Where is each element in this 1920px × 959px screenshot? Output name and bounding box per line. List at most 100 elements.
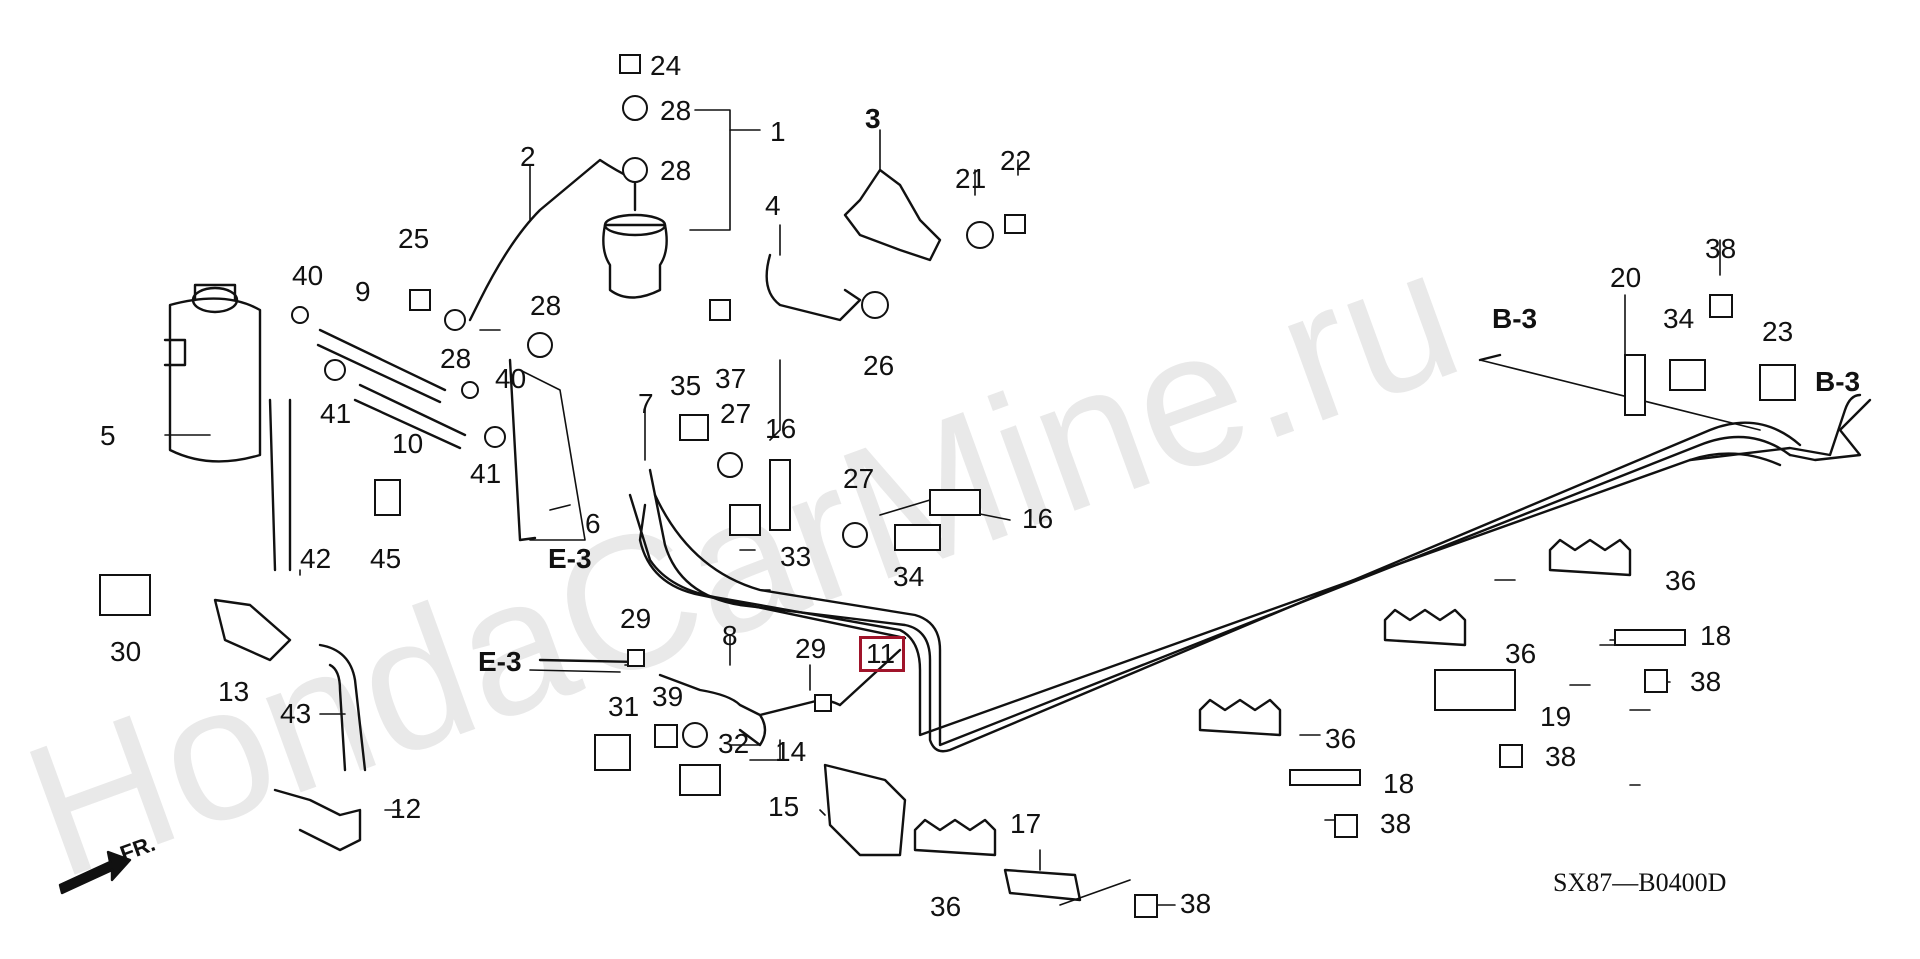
part-label-27[interactable]: 27 xyxy=(720,398,752,429)
bracket-19 xyxy=(1434,669,1516,711)
part-label-27[interactable]: 27 xyxy=(843,463,875,494)
bracket-15 xyxy=(823,763,907,857)
part-label-28[interactable]: 28 xyxy=(440,343,472,374)
part-label-9[interactable]: 9 xyxy=(355,276,371,307)
nut-39 xyxy=(654,724,678,748)
e3-left-arrow xyxy=(538,658,642,664)
clamp-40a xyxy=(291,306,309,324)
part-label-30[interactable]: 30 xyxy=(110,636,142,667)
part-label-20[interactable]: 20 xyxy=(1610,262,1642,293)
part-label-32[interactable]: 32 xyxy=(718,728,750,759)
bracket-14 xyxy=(679,764,721,796)
highlight-box-11[interactable] xyxy=(859,636,905,672)
part-label-5[interactable]: 5 xyxy=(100,420,116,451)
part-label-28[interactable]: 28 xyxy=(660,155,692,186)
part-label-1[interactable]: 1 xyxy=(770,116,786,147)
joint-12 xyxy=(273,788,362,852)
bracket-18b xyxy=(1289,769,1361,786)
part-label-36[interactable]: 36 xyxy=(1505,638,1537,669)
part-label-29[interactable]: 29 xyxy=(620,603,652,634)
part-label-14[interactable]: 14 xyxy=(775,736,807,767)
ref-e3-mid[interactable]: E-3 xyxy=(548,543,592,574)
part-label-34[interactable]: 34 xyxy=(1663,303,1695,334)
bolt-22 xyxy=(1004,214,1026,234)
part-label-28[interactable]: 28 xyxy=(660,95,692,126)
fuel-filter-1 xyxy=(468,158,668,322)
part-label-4[interactable]: 4 xyxy=(765,190,781,221)
part-label-40[interactable]: 40 xyxy=(495,363,527,394)
hose-9 xyxy=(316,328,447,404)
part-label-36[interactable]: 36 xyxy=(1665,565,1697,596)
part-label-17[interactable]: 17 xyxy=(1010,808,1042,839)
clip-34b xyxy=(1669,359,1706,391)
clip-45 xyxy=(374,479,401,516)
part-label-38[interactable]: 38 xyxy=(1180,888,1212,919)
part-label-22[interactable]: 22 xyxy=(1000,145,1032,176)
part-label-39[interactable]: 39 xyxy=(652,681,684,712)
part-label-25[interactable]: 25 xyxy=(398,223,430,254)
bolt-38a xyxy=(1709,294,1733,318)
bracket-3 xyxy=(843,168,942,262)
grommet-21 xyxy=(966,221,994,249)
part-label-18[interactable]: 18 xyxy=(1700,620,1732,651)
part-label-33[interactable]: 33 xyxy=(780,541,812,572)
ref-e3-left[interactable]: E-3 xyxy=(478,646,522,677)
part-label-36[interactable]: 36 xyxy=(930,891,962,922)
washer-28c xyxy=(622,95,648,121)
part-label-21[interactable]: 21 xyxy=(955,163,987,194)
fuel-line-bundle xyxy=(628,398,1872,753)
part-label-3[interactable]: 3 xyxy=(865,103,881,134)
part-label-31[interactable]: 31 xyxy=(608,691,640,722)
grommet-27a xyxy=(717,452,743,478)
part-label-28[interactable]: 28 xyxy=(530,290,562,321)
clip-30 xyxy=(99,574,151,616)
clip-35 xyxy=(679,414,709,441)
part-label-41[interactable]: 41 xyxy=(470,458,502,489)
clamp-41a xyxy=(324,359,346,381)
part-label-42[interactable]: 42 xyxy=(300,543,332,574)
part-label-11[interactable]: 11 xyxy=(866,638,896,669)
part-label-40[interactable]: 40 xyxy=(292,260,324,291)
part-label-10[interactable]: 10 xyxy=(392,428,424,459)
part-label-15[interactable]: 15 xyxy=(768,791,800,822)
part-label-6[interactable]: 6 xyxy=(585,508,601,539)
part-label-7[interactable]: 7 xyxy=(638,388,654,419)
b3-top-arrow xyxy=(1478,353,1502,362)
part-label-13[interactable]: 13 xyxy=(218,676,250,707)
part-label-24[interactable]: 24 xyxy=(650,50,682,81)
ref-b3-right[interactable]: B-3 xyxy=(1815,366,1861,397)
diagram-code: SX87—B0400D xyxy=(1553,868,1727,897)
part-label-35[interactable]: 35 xyxy=(670,370,702,401)
part-label-43[interactable]: 43 xyxy=(280,698,312,729)
part-label-37[interactable]: 37 xyxy=(715,363,747,394)
part-label-16[interactable]: 16 xyxy=(765,413,797,444)
grommet-27b xyxy=(842,522,868,548)
part-label-2[interactable]: 2 xyxy=(520,141,536,172)
part-label-16[interactable]: 16 xyxy=(1022,503,1054,534)
part-label-38[interactable]: 38 xyxy=(1545,741,1577,772)
bolt-24 xyxy=(619,54,641,74)
part-label-19[interactable]: 19 xyxy=(1540,701,1572,732)
part-label-18[interactable]: 18 xyxy=(1383,768,1415,799)
part-label-38[interactable]: 38 xyxy=(1705,233,1737,264)
part-label-38[interactable]: 38 xyxy=(1690,666,1722,697)
part-label-38[interactable]: 38 xyxy=(1380,808,1412,839)
bracket-16b xyxy=(929,489,981,516)
part-label-8[interactable]: 8 xyxy=(722,620,738,651)
part-label-45[interactable]: 45 xyxy=(370,543,402,574)
clip-33 xyxy=(729,504,761,536)
ref-b3-top[interactable]: B-3 xyxy=(1492,303,1538,334)
e3-mid-arrow xyxy=(508,358,537,542)
part-label-12[interactable]: 12 xyxy=(390,793,422,824)
part-label-41[interactable]: 41 xyxy=(320,398,352,429)
fr-arrow xyxy=(58,850,132,895)
line-6 xyxy=(638,503,907,640)
part-label-26[interactable]: 26 xyxy=(863,350,895,381)
bracket-20 xyxy=(1624,354,1646,416)
b3-line xyxy=(1688,393,1862,462)
part-label-29[interactable]: 29 xyxy=(795,633,827,664)
part-label-36[interactable]: 36 xyxy=(1325,723,1357,754)
part-label-23[interactable]: 23 xyxy=(1762,316,1794,347)
part-label-34[interactable]: 34 xyxy=(893,561,925,592)
